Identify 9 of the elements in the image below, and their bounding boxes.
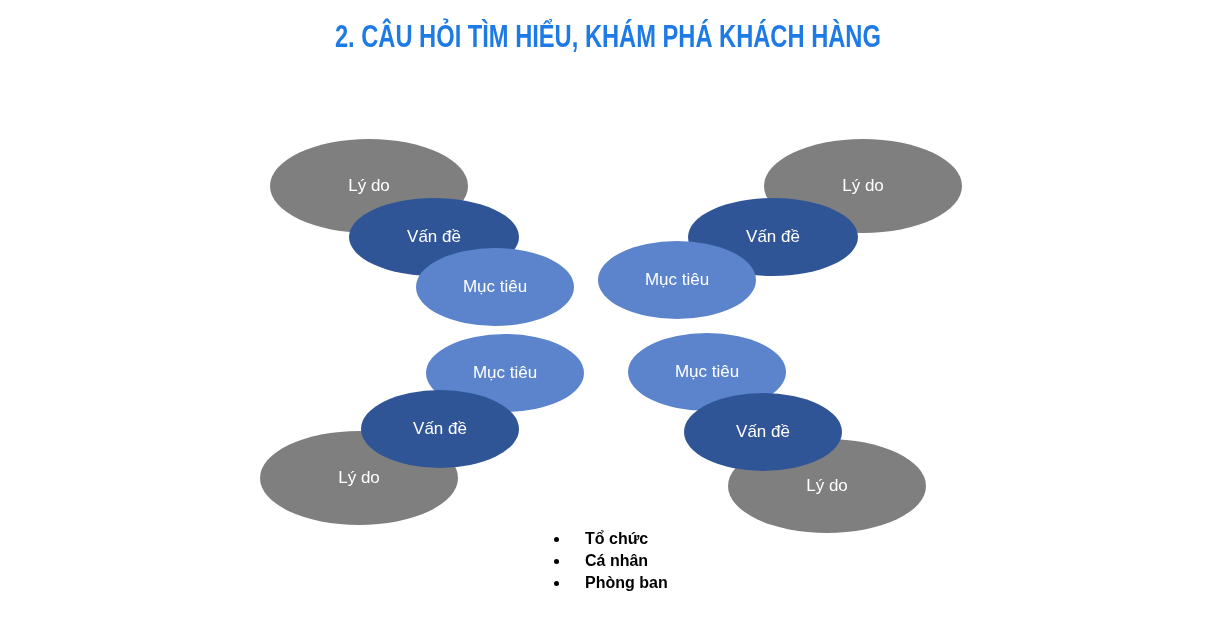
slide-title: 2. CÂU HỎI TÌM HIỂU, KHÁM PHÁ KHÁCH HÀNG xyxy=(335,18,881,55)
ellipse-node: Mục tiêu xyxy=(416,248,574,326)
bullet-item: Tổ chức xyxy=(585,530,649,547)
ellipse-node: Mục tiêu xyxy=(598,241,756,319)
ellipse-node: Vấn đề xyxy=(361,390,519,468)
ellipse-node: Lý do xyxy=(728,439,926,533)
bullet-item: Phòng ban xyxy=(585,574,668,591)
ellipse-node: Vấn đề xyxy=(684,393,842,471)
bullet-item: Cá nhân xyxy=(585,552,649,569)
